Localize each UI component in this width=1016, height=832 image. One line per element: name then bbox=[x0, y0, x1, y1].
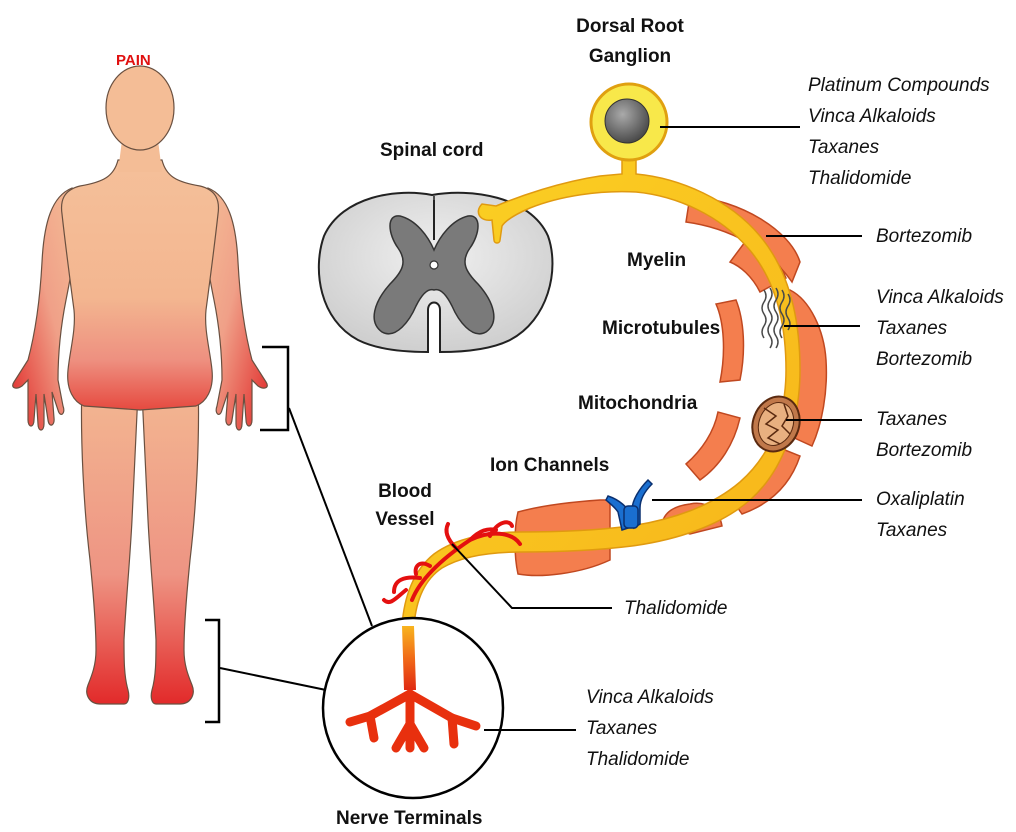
drg-label: Dorsal Root Ganglion bbox=[560, 12, 700, 72]
drg-nucleus bbox=[605, 99, 649, 143]
myelin-segment-6 bbox=[686, 412, 740, 480]
torso bbox=[62, 160, 219, 410]
drug-item: Taxanes bbox=[876, 515, 965, 546]
drug-item: Thalidomide bbox=[624, 593, 728, 624]
myelin-drug-list: Bortezomib bbox=[876, 221, 972, 252]
human-figure bbox=[13, 66, 268, 704]
blood-vessel-drug-list: Thalidomide bbox=[624, 593, 728, 624]
microtubules-label: Microtubules bbox=[602, 318, 720, 340]
drug-item: Taxanes bbox=[876, 313, 1004, 344]
head bbox=[106, 66, 174, 150]
drug-item: Taxanes bbox=[876, 404, 972, 435]
drug-item: Thalidomide bbox=[808, 163, 990, 194]
central-canal bbox=[430, 261, 438, 269]
nerve-terminals-label: Nerve Terminals bbox=[336, 808, 482, 830]
myelin-label: Myelin bbox=[627, 250, 686, 272]
myelin-segment-4 bbox=[716, 300, 743, 382]
drg-label-line2: Ganglion bbox=[560, 42, 700, 72]
drug-item: Taxanes bbox=[808, 132, 990, 163]
drug-item: Bortezomib bbox=[876, 435, 972, 466]
drug-item: Platinum Compounds bbox=[808, 70, 990, 101]
ion-channels-label: Ion Channels bbox=[490, 455, 609, 477]
mitochondria-label: Mitochondria bbox=[578, 393, 697, 415]
blood-vessel-label: Blood Vessel bbox=[360, 478, 450, 534]
microtubules-drug-list: Vinca Alkaloids Taxanes Bortezomib bbox=[876, 282, 1004, 375]
pain-label: PAIN bbox=[116, 52, 151, 69]
drug-item: Bortezomib bbox=[876, 344, 1004, 375]
left-leg bbox=[81, 380, 138, 704]
drug-item: Vinca Alkaloids bbox=[586, 682, 714, 713]
spinal-cord bbox=[319, 193, 553, 352]
drug-item: Oxaliplatin bbox=[876, 484, 965, 515]
right-leg bbox=[142, 380, 199, 704]
connector-foot bbox=[220, 668, 326, 690]
mitochondria-drug-list: Taxanes Bortezomib bbox=[876, 404, 972, 466]
ion-channel bbox=[606, 480, 652, 530]
bracket-foot bbox=[205, 620, 219, 722]
drg-label-line1: Dorsal Root bbox=[560, 12, 700, 42]
drug-item: Bortezomib bbox=[876, 221, 972, 252]
drug-item: Vinca Alkaloids bbox=[808, 101, 990, 132]
blood-vessel-label-line2: Vessel bbox=[360, 506, 450, 534]
drug-item: Taxanes bbox=[586, 713, 714, 744]
drug-item: Thalidomide bbox=[586, 744, 714, 775]
drg-drug-list: Platinum Compounds Vinca Alkaloids Taxan… bbox=[808, 70, 990, 194]
ion-channels-drug-list: Oxaliplatin Taxanes bbox=[876, 484, 965, 546]
drug-item: Vinca Alkaloids bbox=[876, 282, 1004, 313]
spinal-cord-label: Spinal cord bbox=[380, 140, 483, 162]
blood-vessel-label-line1: Blood bbox=[360, 478, 450, 506]
nerve-terminals-drug-list: Vinca Alkaloids Taxanes Thalidomide bbox=[586, 682, 714, 775]
